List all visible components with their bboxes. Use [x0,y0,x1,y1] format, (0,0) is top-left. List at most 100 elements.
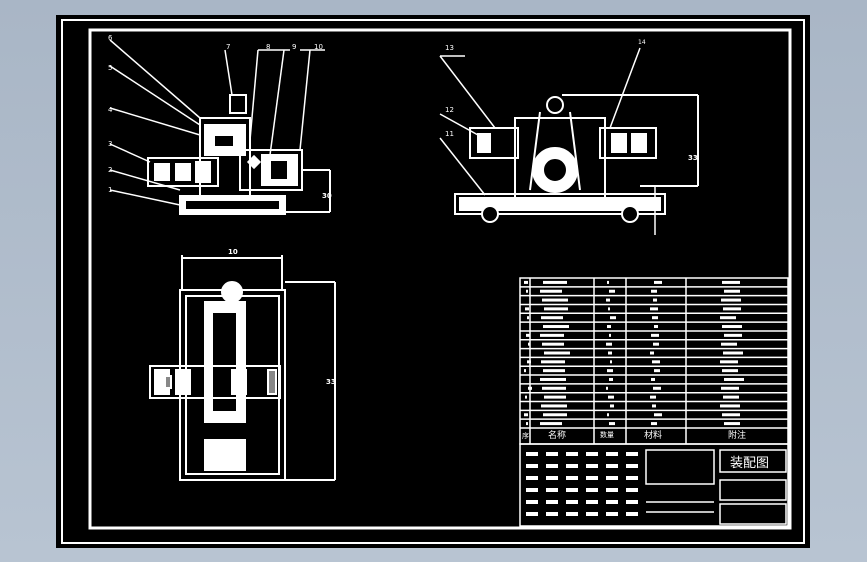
title-block-cell [606,512,618,516]
part-label: 7 [226,43,230,51]
illegible-cell-text [543,369,565,373]
dimension-label: 33 [688,154,698,162]
header-name: 名称 [548,429,566,441]
title-block-cell [586,500,598,504]
illegible-cell-text [540,422,562,426]
illegible-cell-text [543,413,567,417]
header-qty: 数量 [600,430,614,439]
illegible-cell-text [609,289,615,293]
illegible-cell-text [540,377,566,381]
title-block-cell [606,464,618,468]
title-block-cell [566,452,578,456]
part-label: 4 [108,106,113,114]
title-block-cell [626,452,638,456]
illegible-cell-text [524,369,526,373]
part-label: 14 [638,39,646,46]
illegible-cell-text [652,360,660,364]
title-block-cell [586,476,598,480]
illegible-cell-text [526,289,528,293]
title-block-cell [586,452,598,456]
part-label: 5 [108,64,112,72]
illegible-cell-text [654,280,662,284]
title-block-cell [606,500,618,504]
title-block [519,443,789,527]
part-label: 12 [445,106,454,114]
front-view-part-labels: 6 5 4 3 2 1 7 8 9 10 30 [108,34,332,200]
dimension-label: 33 [326,378,336,386]
illegible-cell-text [527,360,531,364]
illegible-cell-text [540,289,562,293]
illegible-cell-text [606,298,610,302]
drawing-title: 装配图 [730,456,769,471]
parts-list-cells [524,280,744,426]
illegible-cell-text [608,351,612,355]
illegible-cell-text [607,369,613,373]
illegible-cell-text [525,395,527,399]
illegible-cell-text [610,360,612,364]
illegible-cell-text [721,298,741,302]
title-block-cell [546,512,558,516]
title-block-cell [526,500,538,504]
illegible-cell-text [609,333,611,337]
title-block-cell [606,476,618,480]
illegible-cell-text [653,298,657,302]
dimension-label: 10 [228,248,238,256]
illegible-cell-text [607,413,609,417]
side-view [439,47,699,235]
illegible-cell-text [722,325,742,329]
part-label: 2 [108,166,112,174]
illegible-cell-text [609,422,615,426]
illegible-cell-text [528,386,532,390]
illegible-cell-text [525,307,529,311]
illegible-cell-text [540,333,564,337]
part-label: 11 [445,130,454,138]
title-block-cell [526,488,538,492]
title-block-cell [566,476,578,480]
illegible-cell-text [543,280,567,284]
illegible-cell-text [541,404,567,408]
title-block-cell [546,452,558,456]
illegible-cell-text [650,395,656,399]
inner-border [88,28,792,530]
illegible-cell-text [721,386,739,390]
title-block-cell [566,464,578,468]
plan-view-labels: 10 33 [228,248,336,386]
title-block-cell [566,488,578,492]
illegible-cell-text [720,404,740,408]
title-block-cell [626,500,638,504]
illegible-cell-text [654,369,660,373]
illegible-cell-text [651,333,659,337]
illegible-cell-text [544,395,566,399]
illegible-cell-text [526,422,528,426]
part-label: 3 [108,140,112,148]
illegible-cell-text [542,386,566,390]
illegible-cell-text [721,342,737,346]
illegible-cell-text [608,395,614,399]
illegible-cell-text [543,325,569,329]
part-label: 9 [292,43,296,51]
part-label: 1 [108,186,112,194]
illegible-cell-text [722,413,740,417]
illegible-cell-text [542,298,568,302]
illegible-cell-text [606,386,608,390]
illegible-cell-text [651,377,655,381]
header-remark: 附注 [728,429,746,441]
illegible-cell-text [651,422,657,426]
title-block-cell [606,452,618,456]
illegible-cell-text [527,316,529,320]
title-block-cell [546,488,558,492]
illegible-cell-text [610,404,614,408]
dimension-label: 30 [322,192,332,200]
illegible-cell-text [651,289,657,293]
part-label: 6 [108,34,113,42]
illegible-cell-text [650,351,654,355]
title-block-cell [626,464,638,468]
illegible-cell-text [524,413,528,417]
illegible-cell-text [607,280,609,284]
parts-list-header: 序 名称 数量 材料 附注 [522,429,746,441]
illegible-cell-text [606,342,612,346]
illegible-cell-text [526,333,530,337]
illegible-cell-text [723,395,739,399]
title-block-cell [586,464,598,468]
